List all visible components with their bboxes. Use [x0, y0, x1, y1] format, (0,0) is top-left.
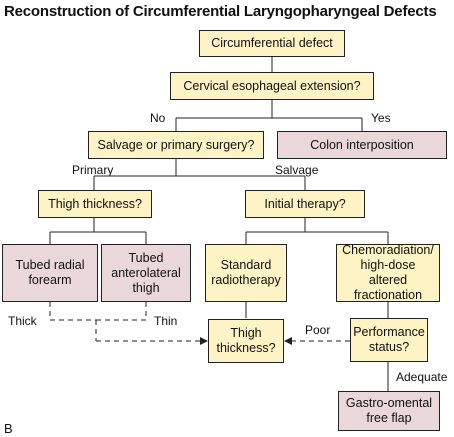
- node-performance-status: Performance status?: [350, 318, 428, 362]
- node-initial-therapy: Initial therapy?: [245, 190, 365, 218]
- node-colon-interposition: Colon interposition: [277, 131, 447, 159]
- node-salvage-or-primary: Salvage or primary surgery?: [88, 131, 264, 159]
- edge-label-salvage: Salvage: [275, 163, 319, 177]
- node-chemoradiation: Chemoradiation/ high-dose altered fracti…: [336, 243, 440, 302]
- edge-label-poor: Poor: [305, 323, 331, 337]
- node-thigh-thickness-bottom: Thigh thickness?: [208, 319, 284, 363]
- node-circumferential-defect: Circumferential defect: [199, 30, 345, 57]
- edge-label-yes: Yes: [371, 111, 391, 125]
- edge-label-thin: Thin: [154, 314, 178, 328]
- connector-thick-dashed: [49, 302, 96, 321]
- diagram-title: Reconstruction of Circumferential Laryng…: [4, 3, 437, 20]
- edge-label-thick: Thick: [8, 314, 37, 328]
- connector-thin-dashed: [96, 302, 147, 321]
- node-cervical-extension: Cervical esophageal extension?: [170, 72, 374, 100]
- edge-label-adequate: Adequate: [396, 370, 448, 384]
- edge-label-no: No: [150, 111, 166, 125]
- node-standard-radiotherapy: Standard radiotherapy: [205, 244, 287, 302]
- node-tubed-radial-forearm: Tubed radial forearm: [2, 244, 98, 302]
- node-tubed-anterolateral-thigh: Tubed anterolateral thigh: [101, 244, 191, 302]
- panel-label: B: [4, 421, 13, 436]
- edge-label-primary: Primary: [72, 163, 114, 177]
- node-thigh-thickness-top: Thigh thickness?: [38, 190, 152, 218]
- node-gastro-omental: Gastro-omental free flap: [338, 391, 440, 431]
